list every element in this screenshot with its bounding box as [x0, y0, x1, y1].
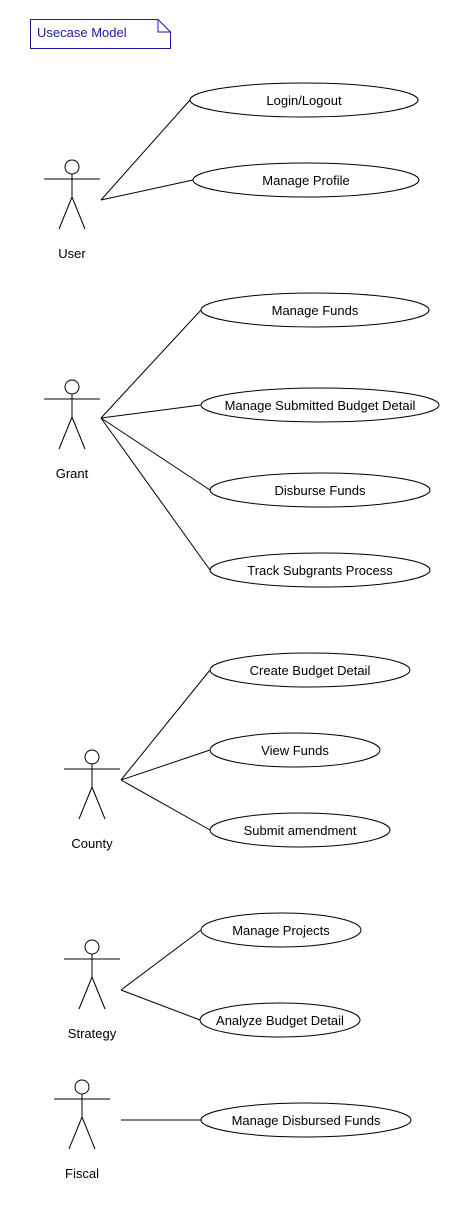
- actor-group-fiscal: Fiscal Manage Disbursed Funds: [54, 1079, 412, 1181]
- actor-label-strategy: Strategy: [68, 1026, 117, 1041]
- usecase-ellipse[interactable]: [209, 732, 381, 768]
- usecase-ellipse[interactable]: [192, 162, 420, 198]
- association-line: [100, 309, 202, 419]
- usecase-label: Disburse Funds: [274, 483, 366, 498]
- actor-figure-user: [44, 159, 100, 230]
- usecase-label: Manage Projects: [232, 923, 330, 938]
- actor-figure-fiscal: [54, 1079, 110, 1150]
- usecase-label: Analyze Budget Detail: [216, 1013, 344, 1028]
- association-line: [120, 779, 211, 831]
- actor-label-user: User: [58, 246, 86, 261]
- usecase-ellipse[interactable]: [209, 472, 431, 508]
- usecase-ellipse[interactable]: [209, 812, 391, 848]
- actor-leg-right: [91, 786, 106, 820]
- actor-leg-left: [58, 416, 73, 450]
- actor-leg-left: [78, 976, 93, 1010]
- association-line: [100, 99, 191, 201]
- association-line: [100, 179, 194, 201]
- association-line: [120, 749, 211, 781]
- actor-head: [64, 159, 80, 175]
- actor-leg-right: [81, 1116, 96, 1150]
- actor-leg-left: [58, 196, 73, 230]
- usecase-ellipse[interactable]: [199, 1002, 361, 1038]
- actor-leg-right: [71, 416, 86, 450]
- usecase-create-budget-detail[interactable]: Create Budget Detail: [209, 652, 411, 688]
- usecase-label: Manage Profile: [262, 173, 349, 188]
- actor-figure-grant: [44, 379, 100, 450]
- usecase-label: Submit amendment: [244, 823, 357, 838]
- usecase-manage-profile[interactable]: Manage Profile: [192, 162, 420, 198]
- actor-leg-left: [68, 1116, 83, 1150]
- usecase-manage-projects[interactable]: Manage Projects: [200, 912, 362, 948]
- actor-label-grant: Grant: [56, 466, 89, 481]
- usecase-label: Login/Logout: [266, 93, 342, 108]
- usecase-label: Create Budget Detail: [250, 663, 371, 678]
- association-line: [100, 417, 211, 571]
- association-line: [120, 669, 211, 781]
- usecase-ellipse[interactable]: [209, 652, 411, 688]
- usecase-label: Manage Funds: [272, 303, 359, 318]
- usecase-ellipse[interactable]: [209, 552, 431, 588]
- title-note: Usecase Model: [30, 19, 171, 49]
- actor-head: [84, 749, 100, 765]
- usecase-track-subgrants-process[interactable]: Track Subgrants Process: [209, 552, 431, 588]
- actor-label-county: County: [71, 836, 113, 851]
- usecase-analyze-budget-detail[interactable]: Analyze Budget Detail: [199, 1002, 361, 1038]
- actor-label-fiscal: Fiscal: [65, 1166, 99, 1181]
- association-line: [120, 989, 201, 1021]
- diagram-title: Usecase Model: [37, 25, 127, 40]
- association-line: [100, 417, 211, 491]
- actor-figure-strategy: [64, 939, 120, 1010]
- actor-head: [74, 1079, 90, 1095]
- association-line: [120, 929, 202, 991]
- usecase-manage-disbursed-funds[interactable]: Manage Disbursed Funds: [200, 1102, 412, 1138]
- usecase-submit-amendment[interactable]: Submit amendment: [209, 812, 391, 848]
- usecase-ellipse[interactable]: [200, 387, 440, 423]
- actor-leg-right: [91, 976, 106, 1010]
- usecase-ellipse[interactable]: [200, 1102, 412, 1138]
- usecase-label: Track Subgrants Process: [247, 563, 393, 578]
- usecase-login-logout[interactable]: Login/Logout: [189, 82, 419, 118]
- actor-leg-left: [78, 786, 93, 820]
- usecase-label: View Funds: [261, 743, 329, 758]
- usecase-ellipse[interactable]: [200, 912, 362, 948]
- association-line: [100, 404, 202, 419]
- usecase-ellipse[interactable]: [200, 292, 430, 328]
- usecase-label: Manage Submitted Budget Detail: [225, 398, 416, 413]
- usecase-disburse-funds[interactable]: Disburse Funds: [209, 472, 431, 508]
- actor-head: [64, 379, 80, 395]
- usecase-view-funds[interactable]: View Funds: [209, 732, 381, 768]
- actor-head: [84, 939, 100, 955]
- usecase-manage-funds[interactable]: Manage Funds: [200, 292, 430, 328]
- usecase-manage-submitted-budget-detail[interactable]: Manage Submitted Budget Detail: [200, 387, 440, 423]
- actor-leg-right: [71, 196, 86, 230]
- usecase-ellipse[interactable]: [189, 82, 419, 118]
- actor-figure-county: [64, 749, 120, 820]
- usecase-label: Manage Disbursed Funds: [232, 1113, 381, 1128]
